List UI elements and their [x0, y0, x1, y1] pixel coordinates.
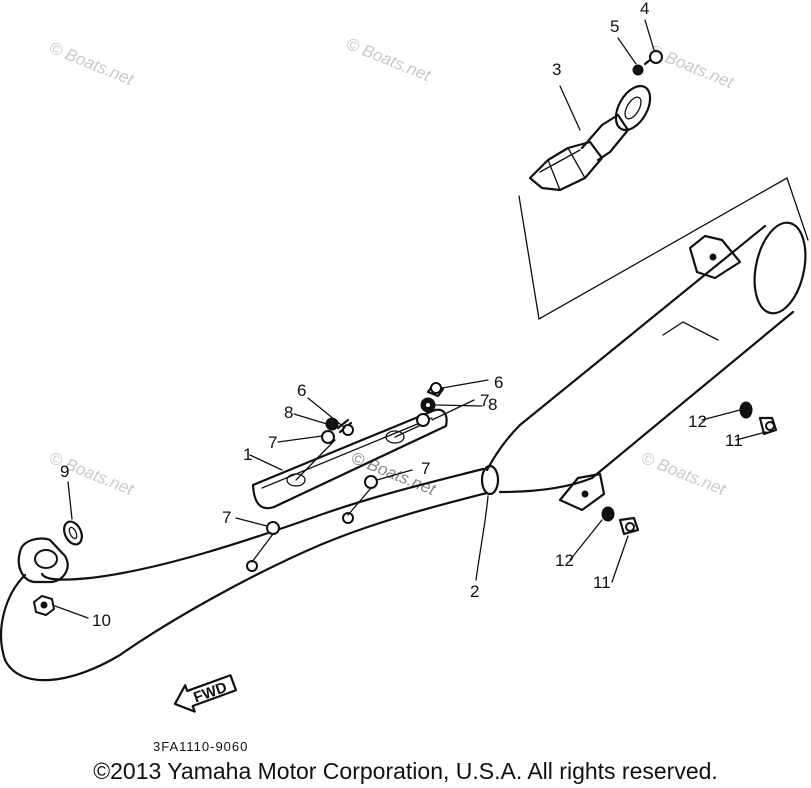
- bolts-11-12: [601, 401, 778, 536]
- nut-10: [32, 594, 56, 617]
- watermark: © Boats.net: [47, 38, 138, 89]
- callout-3: 3: [552, 60, 561, 79]
- watermark: © Boats.net: [344, 34, 435, 85]
- callout-8: 8: [488, 395, 497, 414]
- copyright-notice: ©2013 Yamaha Motor Corporation, U.S.A. A…: [93, 758, 718, 784]
- muffler: [480, 221, 807, 512]
- callout-11: 11: [725, 431, 743, 450]
- drawing-code: 3FA1110-9060: [153, 739, 248, 754]
- callout-11: 11: [593, 573, 611, 592]
- callout-10: 10: [92, 611, 111, 630]
- exhaust-pipe: [0, 467, 489, 682]
- callout-4: 4: [640, 0, 649, 18]
- leader-lines: [54, 19, 767, 619]
- gasket-9: [63, 520, 83, 546]
- watermark: © Boats.net: [647, 41, 738, 92]
- fwd-arrow: FWD: [173, 674, 238, 713]
- callout-7: 7: [268, 433, 277, 452]
- fwd-label: FWD: [191, 679, 229, 707]
- callout-7: 7: [421, 459, 430, 478]
- callout-7: 7: [222, 508, 231, 527]
- callout-12: 12: [555, 551, 574, 570]
- callout-9: 9: [60, 462, 69, 481]
- callout-12: 12: [688, 412, 707, 431]
- callout-7: 7: [480, 391, 489, 410]
- callout-5: 5: [610, 17, 619, 36]
- watermark: © Boats.net: [639, 448, 730, 499]
- callout-1: 1: [243, 445, 252, 464]
- heat-protector: [251, 408, 448, 510]
- callout-2: 2: [470, 582, 479, 601]
- callout-8: 8: [284, 403, 293, 422]
- spark-arrester: [518, 50, 809, 341]
- callout-6: 6: [494, 373, 503, 392]
- callout-6: 6: [297, 381, 306, 400]
- fasteners: [251, 382, 445, 563]
- watermarks: © Boats.net © Boats.net © Boats.net © Bo…: [47, 34, 738, 499]
